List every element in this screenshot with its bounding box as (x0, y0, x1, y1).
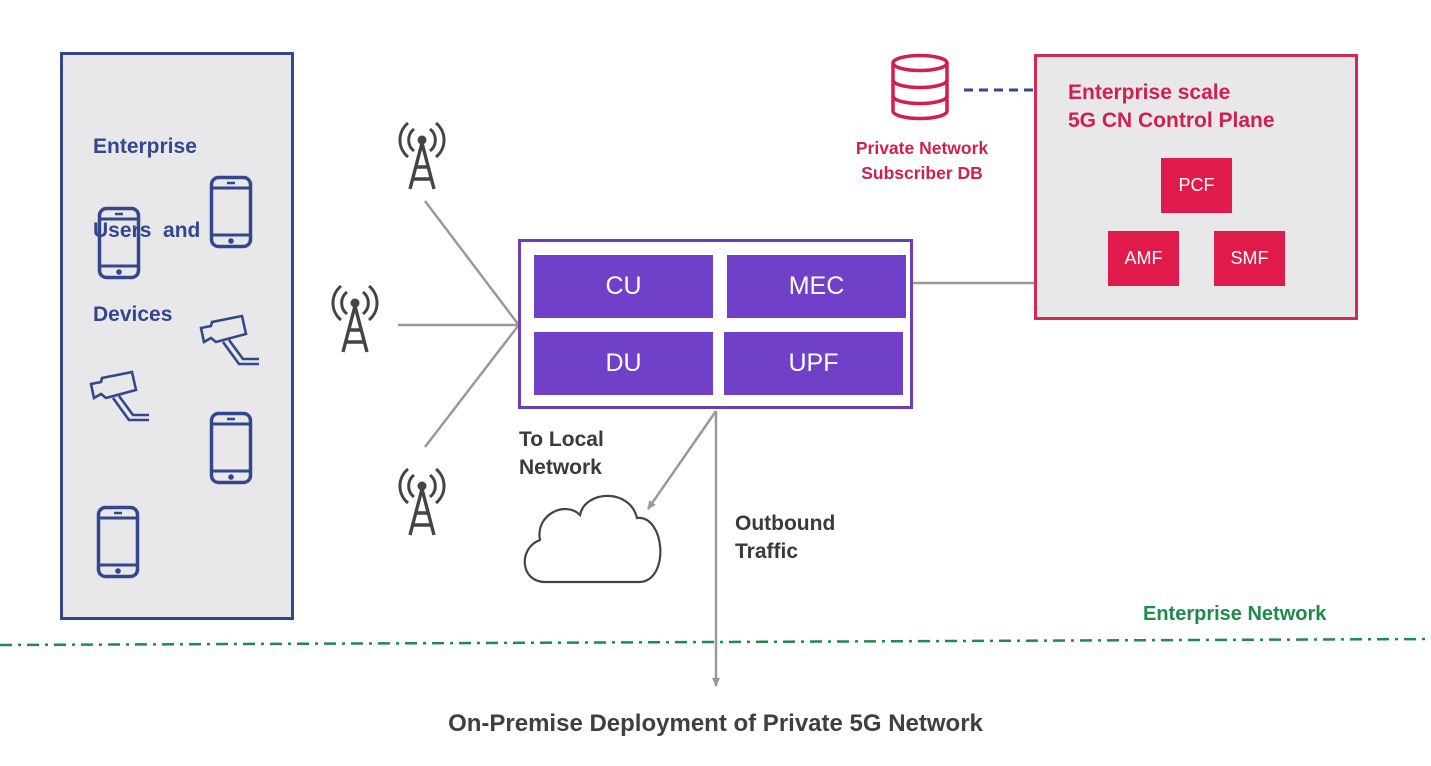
tower-3-link (424, 325, 519, 448)
title-line: Devices (93, 303, 173, 326)
security-camera-icon (89, 370, 149, 422)
enterprise-network-label: Enterprise Network (1143, 603, 1327, 625)
label-line: Private Network (855, 138, 989, 158)
mec-block: MEC (727, 255, 906, 318)
database-icon (891, 53, 949, 121)
label-line: To Local (519, 428, 604, 451)
cell-tower-icon (398, 467, 446, 536)
smartphone-icon (209, 411, 253, 485)
smartphone-icon (209, 175, 253, 249)
tower-1-link (424, 200, 519, 325)
smf-block: SMF (1214, 231, 1285, 286)
local-network-label: To Local Network (519, 426, 604, 482)
enterprise-boundary-line (0, 637, 1431, 647)
cell-tower-icon (398, 121, 446, 190)
cloud-icon (523, 494, 662, 584)
pcf-block: PCF (1161, 158, 1232, 213)
smartphone-icon (96, 505, 140, 579)
amf-block: AMF (1108, 231, 1179, 286)
label-line: Outbound (735, 512, 836, 535)
upf-block: UPF (724, 332, 903, 395)
diagram-caption: On-Premise Deployment of Private 5G Netw… (448, 710, 983, 737)
du-block: DU (534, 332, 713, 395)
smartphone-icon (97, 206, 141, 280)
title-line: 5G CN Control Plane (1068, 109, 1275, 132)
label-line: Network (519, 456, 602, 479)
cu-block: CU (534, 255, 713, 318)
control-plane-title: Enterprise scale 5G CN Control Plane (1068, 79, 1275, 135)
cell-tower-icon (331, 284, 379, 353)
title-line: Enterprise (93, 135, 197, 158)
local-network-arrow (646, 410, 718, 510)
subscriber-db-label: Private Network Subscriber DB (838, 136, 1006, 186)
outbound-traffic-label: Outbound Traffic (735, 510, 835, 566)
label-line: Traffic (735, 540, 799, 563)
security-camera-icon (199, 314, 259, 366)
title-line: Enterprise scale (1068, 81, 1231, 104)
label-line: Subscriber DB (861, 163, 983, 183)
